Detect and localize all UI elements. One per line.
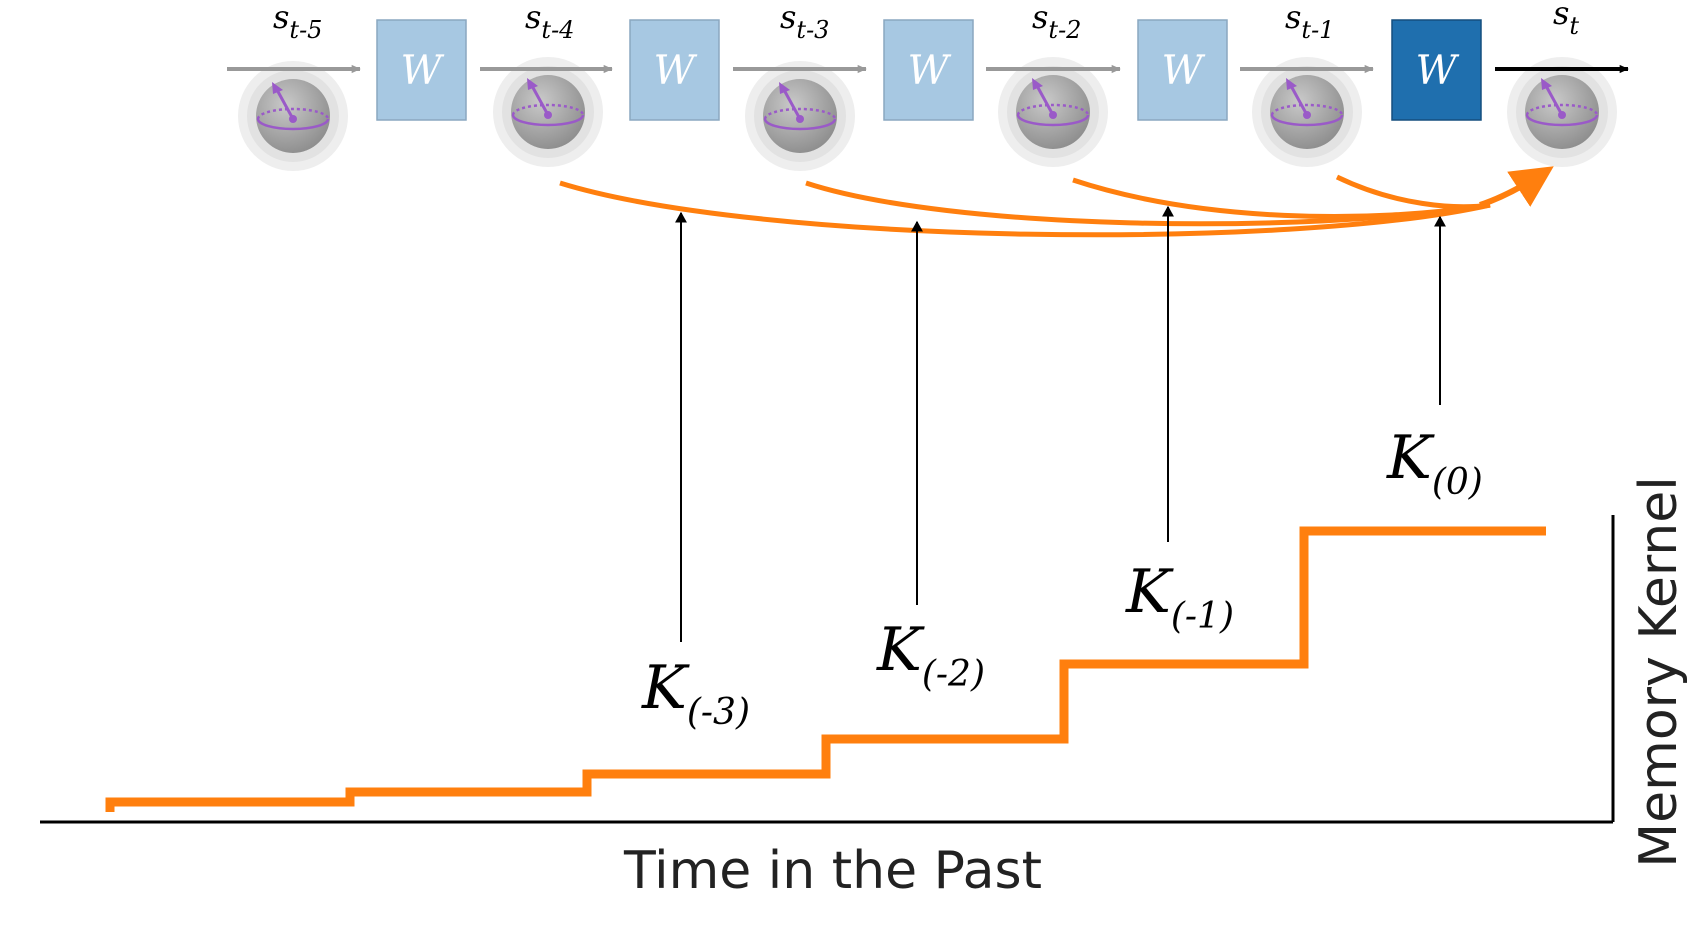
qubit-sphere-icon: [996, 55, 1110, 169]
qubit-sphere-icon: [491, 55, 605, 169]
state-label-sub: t-1: [1301, 16, 1334, 44]
kernel-sub: (-1): [1171, 596, 1234, 637]
memory-arc: [1072, 177, 1491, 220]
operator-label: W: [1161, 48, 1205, 94]
state-label-base: s: [273, 0, 289, 36]
kernel-sub: (-3): [687, 692, 750, 733]
state-label-t-4: st-4: [525, 0, 574, 44]
operator-box-current: [1391, 19, 1482, 121]
state-label-sub: t-4: [541, 16, 574, 44]
qubit-sphere-icon: [743, 59, 857, 173]
state-label-sub: t-3: [796, 16, 829, 44]
memory-kernel-staircase: [105, 526, 1546, 812]
kernel-label-minus-2: K(-2): [876, 615, 985, 695]
state-label-t-1: st-1: [1285, 0, 1334, 44]
operator-box: [376, 19, 467, 121]
kernel-symbol: K: [1125, 557, 1174, 627]
kernel-symbol: K: [641, 653, 690, 723]
state-label-base: s: [525, 0, 541, 36]
operator-label: W: [1415, 48, 1459, 94]
kernel-symbol: K: [876, 615, 925, 685]
operator-box: [629, 19, 720, 121]
qubit-sphere-icon: [236, 59, 350, 173]
operator-label: W: [653, 48, 697, 94]
kernel-sub: (0): [1432, 462, 1483, 503]
state-label-sub: t: [1569, 12, 1579, 40]
state-label-sub: t-5: [289, 16, 322, 44]
memory-arc-head: [1479, 166, 1554, 208]
operator-label: W: [907, 48, 951, 94]
kernel-label-0: K(0): [1386, 423, 1483, 503]
memory-arc: [1335, 174, 1491, 210]
kernel-label-minus-1: K(-1): [1125, 557, 1234, 637]
qubit-sphere-icon: [1250, 55, 1364, 169]
state-label-t-3: st-3: [780, 0, 829, 44]
operator-label: W: [400, 48, 444, 94]
state-label-base: s: [1553, 0, 1569, 32]
qubit-sphere-icon: [1505, 55, 1619, 169]
state-label-base: s: [1285, 0, 1301, 36]
memory-arc: [559, 180, 1491, 238]
state-label-sub: t-2: [1048, 16, 1081, 44]
state-label-t: st: [1553, 0, 1579, 40]
operator-box: [1137, 19, 1228, 121]
state-label-base: s: [780, 0, 796, 36]
state-label-t-2: st-2: [1032, 0, 1081, 44]
x-axis-label: Time in the Past: [623, 841, 1042, 901]
kernel-symbol: K: [1386, 423, 1435, 493]
state-label-base: s: [1032, 0, 1048, 36]
kernel-label-minus-3: K(-3): [641, 653, 750, 733]
y-axis-label: Memory Kernel: [1629, 476, 1689, 867]
kernel-sub: (-2): [922, 654, 985, 695]
state-label-t-5: st-5: [273, 0, 322, 44]
operator-box: [883, 19, 974, 121]
